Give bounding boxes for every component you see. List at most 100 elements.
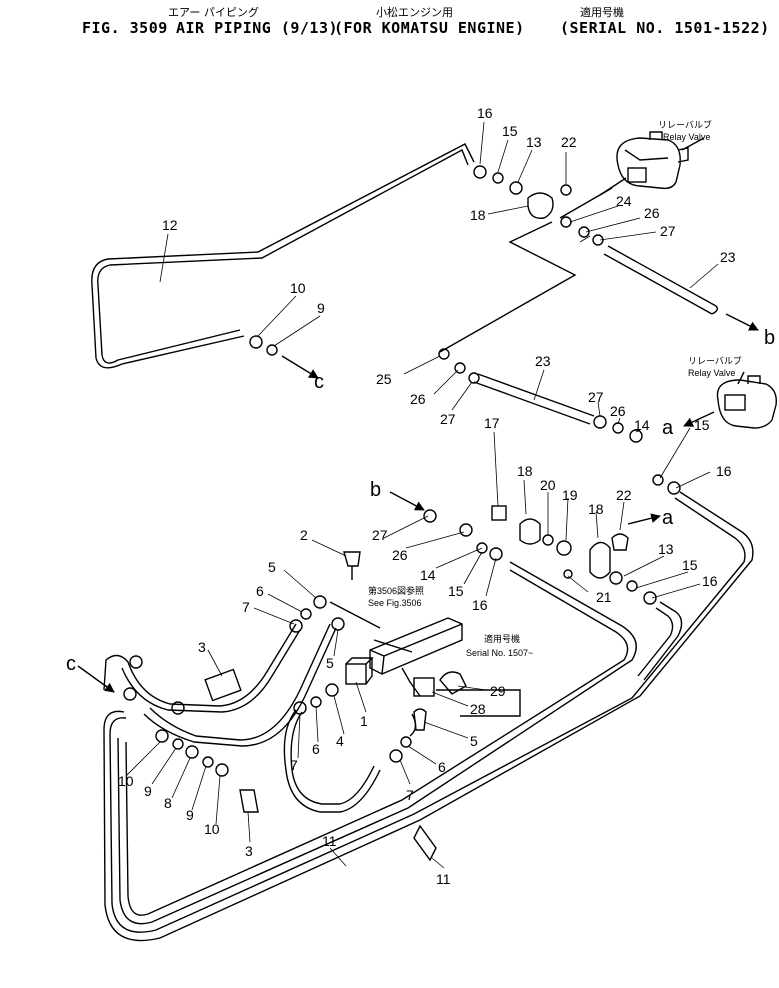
relay-valve-jp-lower: リレーバルブ [688, 355, 742, 366]
label-16: 16 [477, 105, 493, 121]
label-26b: 26 [410, 391, 426, 407]
tag-3-lower [239, 789, 259, 813]
arrow-b-upper [725, 313, 759, 331]
relay-valve-upper-label: Relay Valve [663, 132, 710, 142]
see-fig-jp: 第3506図参照 [368, 585, 424, 596]
label-13b: 13 [658, 541, 674, 557]
letter-b-upper: b [764, 327, 775, 349]
label-3b: 3 [245, 843, 253, 859]
label-6c: 6 [438, 759, 446, 775]
label-6: 6 [256, 583, 264, 599]
label-13: 13 [526, 134, 542, 150]
label-7b: 7 [290, 757, 298, 773]
label-16d: 16 [472, 597, 488, 613]
part-2 [343, 551, 361, 580]
arrow-c-lower [77, 665, 115, 693]
label-1: 1 [360, 713, 368, 729]
label-5b: 5 [326, 655, 334, 671]
letter-c-lower: c [66, 653, 76, 675]
direction-letters: c b b a a c [66, 327, 775, 675]
label-15: 15 [502, 123, 518, 139]
japanese-serial-note: 適用号機 [580, 6, 624, 19]
label-15c: 15 [682, 557, 698, 573]
label-26: 26 [644, 205, 660, 221]
part-29 [439, 671, 467, 695]
label-4: 4 [336, 733, 344, 749]
label-26d: 26 [392, 547, 408, 563]
label-7c: 7 [406, 787, 414, 803]
label-11: 11 [322, 833, 337, 849]
figure-number: FIG. 3509 [82, 19, 168, 37]
label-2: 2 [300, 527, 308, 543]
label-10: 10 [290, 280, 306, 296]
label-3: 3 [198, 639, 206, 655]
relay-valve-lower [716, 375, 777, 429]
label-23: 23 [720, 249, 736, 265]
pipe-23-upper [603, 245, 719, 315]
label-26c: 26 [610, 403, 626, 419]
arrow-a-upper [683, 411, 715, 427]
engine-note: (FOR KOMATSU ENGINE) [334, 19, 525, 37]
label-7: 7 [242, 599, 250, 615]
inset-frame [436, 689, 521, 717]
label-12: 12 [162, 217, 178, 233]
relay-valve-lower-label: Relay Valve [688, 368, 735, 378]
letter-c-upper: c [314, 371, 324, 393]
leader-lines [125, 121, 719, 869]
relay-valve-upper [616, 131, 689, 190]
label-16c: 16 [702, 573, 718, 589]
label-10c: 10 [204, 821, 220, 837]
part-28 [413, 677, 435, 697]
label-6b: 6 [312, 741, 320, 757]
callout-notes: リレーバルブ Relay Valve リレーバルブ Relay Valve 第3… [368, 119, 742, 658]
label-18: 18 [470, 207, 486, 223]
part-number-labels: 16 15 13 22 18 24 26 27 23 12 10 9 25 26… [118, 105, 736, 887]
label-22b: 22 [616, 487, 632, 503]
label-15d: 15 [448, 583, 464, 599]
label-22: 22 [561, 134, 577, 150]
label-19: 19 [562, 487, 578, 503]
arrow-c-upper [281, 355, 319, 379]
relay-valve-jp-upper: リレーバルブ [658, 119, 712, 130]
label-18c: 18 [588, 501, 604, 517]
serial-range: (SERIAL NO. 1501-1522) [560, 19, 770, 37]
label-9: 9 [317, 300, 325, 316]
label-16b: 16 [716, 463, 732, 479]
letter-a-lower: a [662, 507, 674, 529]
label-11b: 11 [436, 871, 451, 887]
label-15b: 15 [694, 417, 710, 433]
arrow-b-lower [389, 491, 425, 511]
label-9c: 9 [186, 807, 194, 823]
label-18b: 18 [517, 463, 533, 479]
japanese-engine-note: 小松エンジン用 [376, 6, 453, 19]
label-23b: 23 [535, 353, 551, 369]
serial-note: Serial No. 1507~ [466, 648, 533, 658]
label-20: 20 [540, 477, 556, 493]
figure-title: AIR PIPING (9/13) [176, 19, 339, 37]
japanese-part-title: エアー パイピング [168, 6, 259, 19]
label-27: 27 [660, 223, 676, 239]
label-14: 14 [634, 417, 650, 433]
pipe-11 [103, 491, 754, 942]
see-fig-label: See Fig.3506 [368, 598, 422, 608]
label-17: 17 [484, 415, 500, 431]
label-29: 29 [490, 683, 506, 699]
letter-b-lower: b [370, 479, 381, 501]
block-1 [345, 663, 367, 685]
label-8: 8 [164, 795, 172, 811]
label-10b: 10 [118, 773, 134, 789]
label-5: 5 [268, 559, 276, 575]
pipe-12 [91, 143, 475, 369]
tag-3-upper [204, 668, 242, 702]
label-25: 25 [376, 371, 392, 387]
serial-jp: 適用号機 [484, 633, 520, 644]
tag-11 [413, 824, 437, 862]
label-27b: 27 [440, 411, 456, 427]
label-5c: 5 [470, 733, 478, 749]
label-9b: 9 [144, 783, 152, 799]
letter-a-upper: a [662, 417, 674, 439]
arrow-a-lower [627, 513, 661, 525]
label-27d: 27 [372, 527, 388, 543]
